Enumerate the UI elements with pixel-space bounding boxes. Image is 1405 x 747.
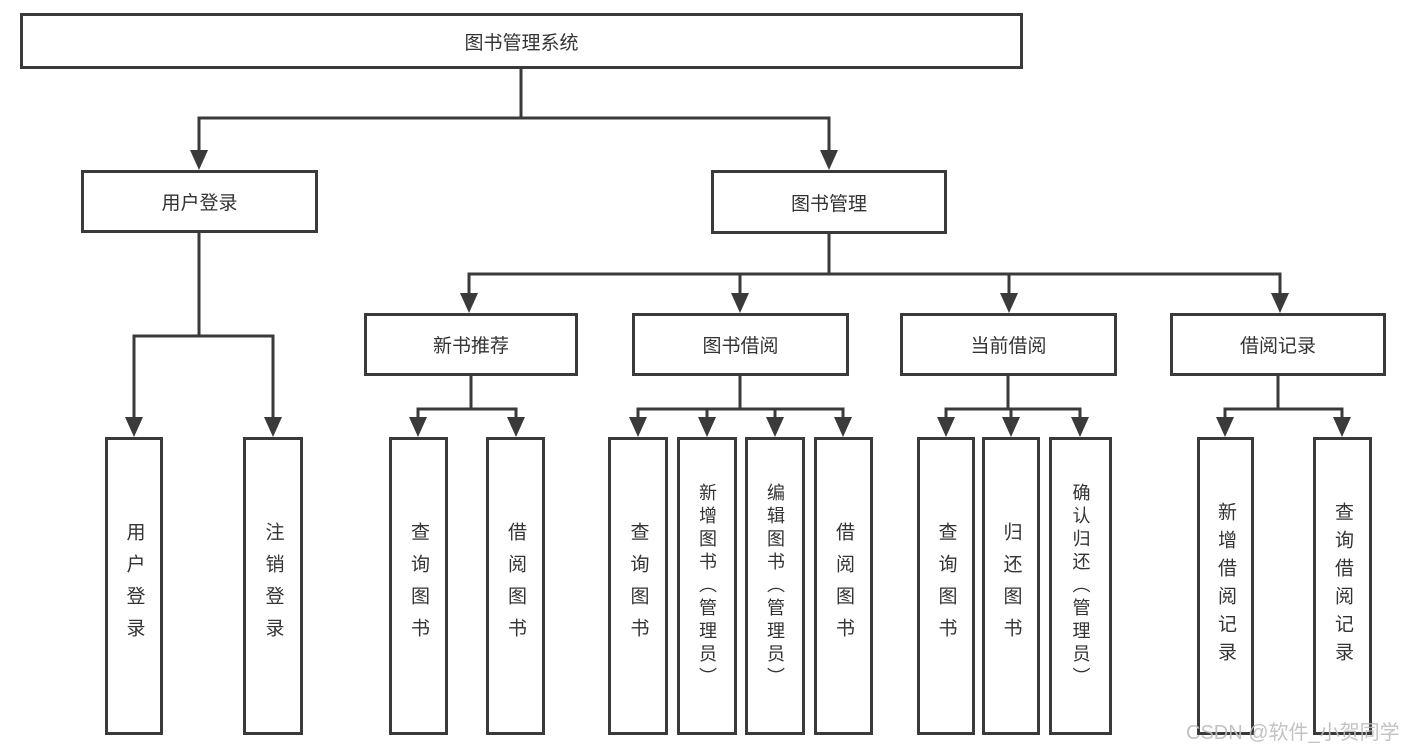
node-label: 新增借阅记录 [1215, 502, 1236, 670]
node-book-borrow: 图书借阅 [632, 313, 849, 376]
leaf-borrow-add-books-admin: 新增图书（管理员） [677, 437, 737, 735]
node-root-system: 图书管理系统 [20, 13, 1023, 69]
node-label: 图书管理系统 [464, 32, 579, 54]
node-label: 借阅图书 [505, 522, 526, 650]
node-label: 用户登录 [123, 522, 145, 650]
leaf-borrow-borrow-books: 借阅图书 [814, 437, 873, 735]
node-label: 编辑图书（管理员） [765, 482, 785, 690]
leaf-current-return-books: 归还图书 [982, 437, 1040, 735]
node-new-book-recommend: 新书推荐 [364, 313, 578, 376]
leaf-record-add-borrow-record: 新增借阅记录 [1197, 437, 1254, 735]
leaf-current-query-books: 查询图书 [917, 437, 975, 735]
node-label: 新增图书（管理员） [697, 482, 717, 690]
node-label: 查询借阅记录 [1332, 502, 1353, 670]
node-label: 图书管理 [790, 193, 867, 215]
node-book-management: 图书管理 [711, 170, 947, 234]
node-label: 当前借阅 [970, 336, 1047, 357]
node-label: 借阅图书 [833, 522, 854, 650]
node-label: 查询图书 [408, 522, 429, 650]
node-label: 注销登录 [262, 522, 284, 650]
leaf-newbook-borrow-books: 借阅图书 [486, 437, 545, 735]
leaf-user-login: 用户登录 [105, 437, 163, 735]
node-borrow-record: 借阅记录 [1170, 313, 1386, 376]
leaf-logout: 注销登录 [243, 437, 303, 735]
node-label: 新书推荐 [432, 336, 509, 357]
node-label: 归还图书 [1000, 522, 1022, 650]
node-label: 查询图书 [627, 522, 649, 650]
node-label: 图书借阅 [702, 336, 779, 357]
node-label: 用户登录 [161, 193, 238, 214]
leaf-newbook-query-books: 查询图书 [389, 437, 448, 735]
node-label: 确认归还（管理员） [1070, 482, 1091, 690]
node-current-borrow: 当前借阅 [900, 313, 1117, 376]
csdn-watermark: CSDN @软件_小贺同学 [1186, 722, 1400, 744]
node-user-login: 用户登录 [81, 170, 318, 233]
leaf-borrow-edit-books-admin: 编辑图书（管理员） [745, 437, 805, 735]
leaf-current-confirm-return-admin: 确认归还（管理员） [1049, 437, 1112, 735]
node-label: 借阅记录 [1239, 336, 1316, 357]
leaf-borrow-query-books: 查询图书 [608, 437, 668, 735]
leaf-record-query-borrow-record: 查询借阅记录 [1313, 437, 1372, 735]
node-label: 查询图书 [935, 522, 957, 650]
